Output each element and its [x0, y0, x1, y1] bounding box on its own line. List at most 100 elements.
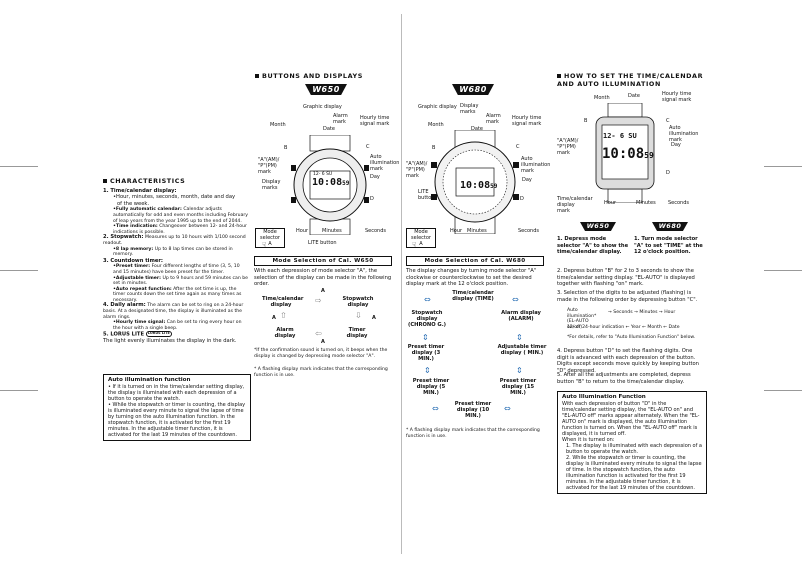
w650-minutes-label: Minutes — [322, 228, 342, 234]
w650-flow-alarm: Alarm display — [274, 327, 296, 340]
w650-flow-a-right: A — [372, 315, 376, 321]
w650-hand-icon: ☟ — [262, 241, 267, 249]
item2-bullet: •8 lap memory: Up to 8 lap times can be … — [113, 246, 233, 258]
arrow-curved-icon: ⇔ — [424, 295, 431, 304]
item1-line1: •Hour, minutes, seconds, month, date and… — [113, 194, 236, 201]
auto-illumination-title: Auto illumination function — [108, 377, 191, 383]
w680-logo: W680 — [452, 84, 494, 95]
center-fold — [401, 14, 402, 554]
w650-button-b-label: B — [284, 145, 288, 151]
item5-text: The light evenly illuminates the display… — [103, 338, 237, 345]
w680-flow-preset3: Preset timer display (3 MIN.) — [407, 344, 445, 363]
setting-box-intro: With each depression of button "D" in th… — [562, 401, 700, 437]
arrow-left-icon: ⇦ — [315, 329, 322, 338]
item2: 2. Stopwatch: Measures up to 10 hours wi… — [103, 234, 246, 246]
item4: 4. Daily alarm: The alarm can be set to … — [103, 302, 244, 320]
item1-title: 1. Time/calendar display: — [103, 187, 177, 194]
setting-display-date: 12- 6 SU — [603, 132, 637, 140]
w680-mode-selector-label: Mode selector A — [406, 228, 436, 248]
w650-flow-timecal: Time/calendar display — [262, 296, 304, 309]
w680-note: * A flashing display mark indicates that… — [406, 428, 540, 439]
setting-button-b-label: B — [584, 118, 588, 124]
setting-seconds-label: Seconds — [668, 200, 690, 206]
arrow-curved-icon: ⇔ — [512, 295, 519, 304]
w680-seconds-label: Seconds — [518, 228, 540, 234]
w650-graphic-display-label: Graphic display — [303, 104, 342, 110]
w680-flow-preset15: Preset timer display (15 MIN.) — [499, 378, 537, 397]
w650-mode-caption: Mode Selection of Cal. W650 — [254, 256, 392, 266]
w650-display-marks-label: Display marks — [262, 179, 281, 191]
setting-flow-seconds: → Seconds → Minutes → Hour — [608, 310, 676, 315]
setting-date-label: Date — [628, 93, 640, 99]
w680-mode-intro: The display changes by turning mode sele… — [406, 268, 537, 288]
setting-button-d-label: D — [666, 170, 670, 176]
setting-heading: HOW TO SET THE TIME/CALENDAR AND AUTO IL… — [557, 72, 704, 88]
setting-box-item1: 1. The display is illuminated with each … — [566, 443, 702, 455]
w650-date-label: Date — [323, 126, 335, 132]
setting-step5: 5. After all the adjustments are complet… — [557, 372, 691, 385]
w680-alarm-mark-label: Alarm mark — [486, 113, 501, 125]
w650-seconds-label: Seconds — [365, 228, 387, 234]
w680-flow-preset10: Preset timer display (10 MIN.) — [454, 401, 492, 420]
w650-flow-a-top: A — [321, 288, 325, 294]
arrow-curved-icon: ⇔ — [432, 404, 439, 413]
w680-button-c-label: C — [516, 144, 520, 150]
setting-w650-logo: W650 — [580, 222, 616, 231]
characteristics-section: CHARACTERISTICS 1. Time/calendar display… — [103, 178, 248, 345]
setting-flow-auto: Auto illumination* (EL-AUTO on/off) — [567, 308, 597, 330]
item5-title: 5. LORUS LITE LORUS LITE — [103, 331, 172, 338]
setting-step1-w680: 1. Turn mode selector "A" to set "TIME" … — [634, 236, 703, 256]
arrow-curved-icon: ⇔ — [504, 404, 511, 413]
auto-illumination-box: Auto illumination function • If it is tu… — [103, 374, 251, 441]
setting-month-label: Month — [594, 95, 610, 101]
setting-minutes-label: Minutes — [636, 200, 656, 206]
w680-lite-button-label: LITE button — [418, 189, 435, 201]
item3-title: 3. Countdown timer: — [103, 257, 164, 264]
w680-hour-label: Hour — [450, 228, 463, 234]
item3-bullet2: •Adjustable timer: Up to 9 hours and 59 … — [113, 275, 248, 287]
setting-box-when: When it is turned on: — [562, 437, 615, 443]
setting-step1-w650: 1. Depress mode selector "A" to show the… — [557, 236, 629, 256]
arrow-updown-icon: ⇕ — [516, 333, 523, 342]
w650-flow-timer: Timer display — [346, 327, 368, 340]
w680-hourly-label: Hourly time signal mark — [512, 115, 542, 127]
item4-bullet: •Hourly time signal: Can be set to ring … — [113, 320, 242, 331]
fold-mark-left-bot — [0, 390, 38, 391]
fold-mark-right-top — [764, 166, 802, 167]
arrow-updown-icon: ⇕ — [516, 366, 523, 375]
w650-button-d-label: D — [370, 196, 374, 202]
setting-box-title: Auto Illumination Function — [562, 394, 646, 400]
setting-flow-back: 12- or 24-hour indication ← Year ← Month… — [567, 325, 680, 330]
w680-button-d-label: D — [520, 196, 524, 202]
w680-flow-timecal: Time/calendar display (TIME) — [452, 290, 494, 303]
w650-alarm-mark-label: Alarm mark — [333, 113, 348, 125]
w680-hand-icon: ☟ — [412, 241, 417, 249]
setting-auto-illumination-label: Auto illumination mark — [669, 125, 699, 143]
fold-mark-left-mid — [0, 270, 38, 271]
setting-auto-illumination-box: Auto Illumination Function With each dep… — [557, 391, 707, 494]
w650-note1: *If the confirmation sound is turned on,… — [254, 348, 388, 359]
w680-auto-illumination-label: Auto illumination mark — [521, 156, 551, 174]
w650-note2: * A flashing display mark indicates that… — [254, 367, 388, 378]
arrow-right-icon: ⇨ — [315, 296, 322, 305]
w650-flow-a-bottom: A — [321, 339, 325, 345]
fold-mark-left-top — [0, 166, 38, 167]
arrow-updown-icon: ⇕ — [422, 333, 429, 342]
w650-button-c-label: C — [366, 144, 370, 150]
setting-ampm-label: "A"(AM)/ "P"(PM) mark — [557, 138, 579, 156]
w650-month-label: Month — [270, 122, 286, 128]
w680-button-b-label: B — [432, 145, 436, 151]
w650-display-date: 12- 6 SU — [313, 172, 333, 177]
item1-bullet2: •Fully automatic calendar: Calendar adju… — [113, 207, 249, 224]
w650-flow-a-left: A — [272, 315, 276, 321]
setting-day-label: Day — [671, 142, 681, 148]
setting-w680-logo: W680 — [652, 222, 688, 231]
w650-ampm-label: "A"(AM)/ "P"(PM) mark — [258, 157, 280, 175]
w650-auto-illumination-label: Auto illumination mark — [370, 154, 400, 172]
characteristics-heading: CHARACTERISTICS — [103, 178, 248, 185]
item3-bullet1: •Preset timer: Four different lengths of… — [113, 264, 240, 275]
setting-timecal-mark-label: Time/calendar display mark — [557, 196, 593, 214]
lorus-lite-logo: LORUS LITE — [145, 331, 172, 338]
fold-mark-right-bot — [764, 390, 802, 391]
w650-logo: W650 — [305, 84, 347, 95]
